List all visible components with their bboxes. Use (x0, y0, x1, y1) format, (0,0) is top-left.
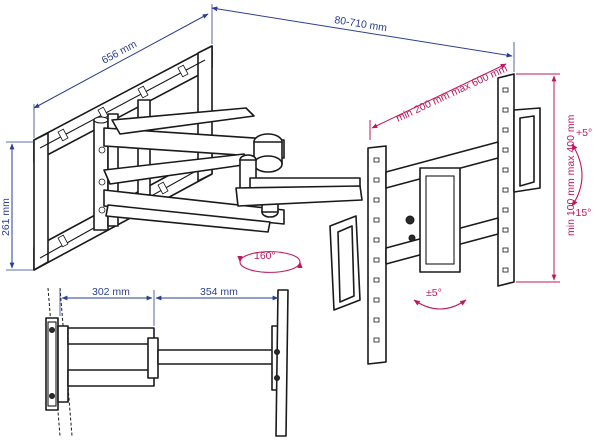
rotation-indicator: ±5° (413, 287, 467, 310)
vesa-bracket (329, 73, 541, 365)
dim-wall-plate-height: 261 mm (0, 141, 34, 271)
dim-extension-range: 80-710 mm (211, 6, 515, 72)
dim-vesa-horizontal: min 200 mm max 600 mm (369, 62, 509, 140)
arm-segment-2-label: 354 mm (200, 286, 238, 298)
rotation-angle-label: ±5° (426, 287, 442, 299)
tilt-down-label: -15° (572, 207, 591, 219)
arm-segment-1-label: 302 mm (92, 286, 130, 298)
tilt-up-label: +5° (576, 127, 592, 139)
wall-plate (33, 45, 213, 271)
articulating-arms (98, 107, 363, 233)
swivel-indicator: 160° (237, 250, 303, 273)
wall-plate-height-label: 261 mm (0, 198, 12, 236)
vesa-horizontal-label: min 200 mm max 600 mm (394, 62, 509, 124)
side-view: 302 mm 354 mm (45, 286, 289, 437)
swivel-angle-label: 160° (254, 250, 276, 262)
rail-holes-left (373, 157, 380, 343)
tilt-indicator: +5° -15° (571, 127, 592, 219)
extension-range-label: 80-710 mm (334, 14, 389, 34)
